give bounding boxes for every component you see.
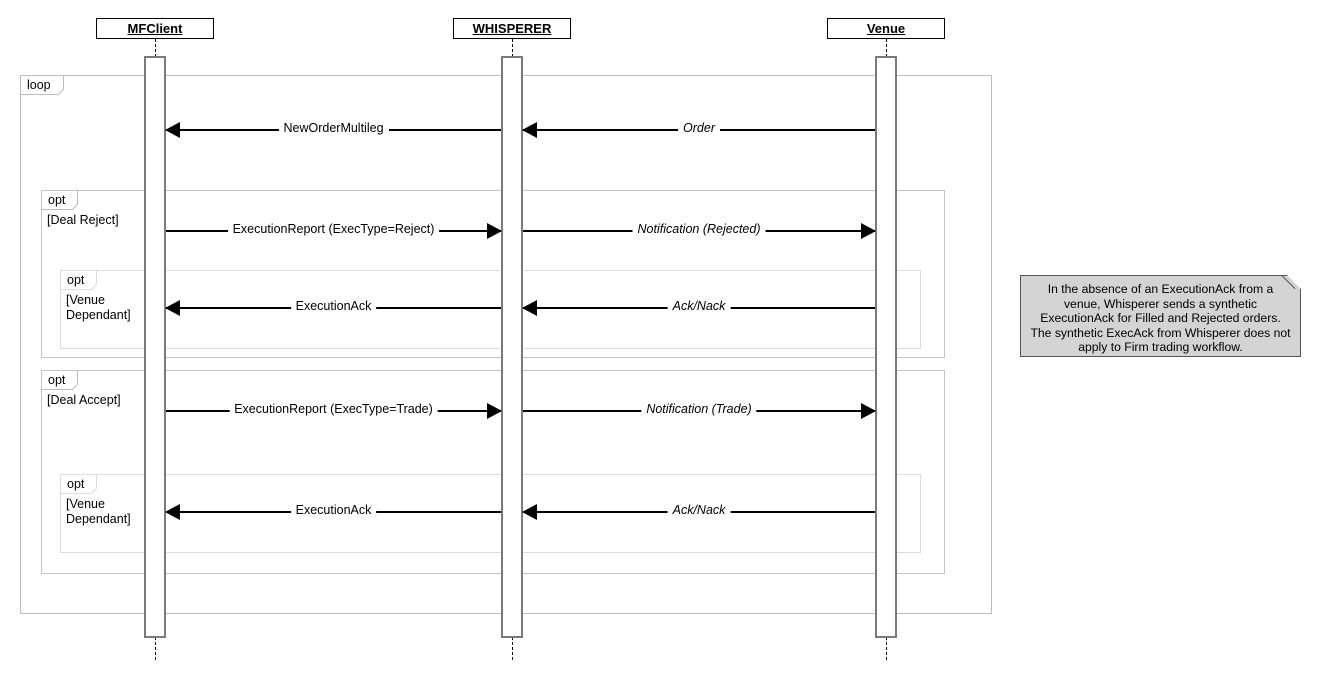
participant-whisperer: WHISPERER xyxy=(453,18,571,39)
message-label: ExecutionReport (ExecType=Trade) xyxy=(229,401,438,417)
message-label: Notification (Rejected) xyxy=(632,221,766,237)
participant-venue-label: Venue xyxy=(866,21,906,36)
activation-bar-whisperer xyxy=(501,56,523,638)
fragment-opt-venue-dependant-accept-operator-tab: opt xyxy=(61,475,98,494)
message-new-order-multileg: NewOrderMultileg xyxy=(165,120,501,138)
fragment-opt-venue-dependant-reject-guard: [Venue Dependant] xyxy=(66,293,131,322)
participant-mfclient-label: MFClient xyxy=(127,21,183,36)
arrowhead-right-icon xyxy=(487,223,502,239)
activation-bar-venue xyxy=(875,56,897,638)
fragment-loop-operator-tab: loop xyxy=(21,76,64,95)
participant-mfclient: MFClient xyxy=(96,18,214,39)
arrowhead-left-icon xyxy=(522,122,537,138)
message-label: ExecutionAck xyxy=(290,502,377,518)
fragment-opt-venue-dependant-reject: opt [Venue Dependant] xyxy=(60,270,921,349)
message-label: ExecutionAck xyxy=(290,298,377,314)
fragment-opt-venue-dependant-reject-operator-tab: opt xyxy=(61,271,98,290)
arrowhead-left-icon xyxy=(522,504,537,520)
message-notification-rejected: Notification (Rejected) xyxy=(523,221,876,239)
message-notification-trade: Notification (Trade) xyxy=(523,401,876,419)
message-execution-report-reject: ExecutionReport (ExecType=Reject) xyxy=(166,221,502,239)
fragment-opt-deal-accept: opt [Deal Accept] xyxy=(41,370,945,574)
fragment-opt-deal-reject-operator-tab: opt xyxy=(42,191,79,210)
participant-venue: Venue xyxy=(827,18,945,39)
message-label: Order xyxy=(678,120,720,136)
message-execution-report-trade: ExecutionReport (ExecType=Trade) xyxy=(166,401,502,419)
fragment-opt-deal-reject-guard: [Deal Reject] xyxy=(47,213,119,227)
arrowhead-right-icon xyxy=(861,223,876,239)
note-text: In the absence of an ExecutionAck from a… xyxy=(1030,282,1291,355)
arrowhead-left-icon xyxy=(522,300,537,316)
fragment-opt-venue-dependant-accept-guard: [Venue Dependant] xyxy=(66,497,131,526)
fragment-opt-deal-accept-operator-tab: opt xyxy=(42,371,79,390)
message-ack-nack-reject: Ack/Nack xyxy=(522,298,875,316)
fragment-opt-deal-reject: opt [Deal Reject] xyxy=(41,190,945,358)
arrowhead-left-icon xyxy=(165,504,180,520)
arrowhead-right-icon xyxy=(487,403,502,419)
message-order: Order xyxy=(522,120,875,138)
arrowhead-left-icon xyxy=(165,300,180,316)
note-synthetic-execack: In the absence of an ExecutionAck from a… xyxy=(1020,275,1301,357)
activation-bar-mfclient xyxy=(144,56,166,638)
arrowhead-left-icon xyxy=(165,122,180,138)
message-label: Ack/Nack xyxy=(667,298,731,314)
message-label: NewOrderMultileg xyxy=(278,120,389,136)
fragment-opt-venue-dependant-accept: opt [Venue Dependant] xyxy=(60,474,921,553)
message-label: Ack/Nack xyxy=(667,502,731,518)
message-execution-ack-reject: ExecutionAck xyxy=(165,298,501,316)
participant-whisperer-label: WHISPERER xyxy=(472,21,552,36)
message-execution-ack-trade: ExecutionAck xyxy=(165,502,501,520)
arrowhead-right-icon xyxy=(861,403,876,419)
message-label: Notification (Trade) xyxy=(641,401,757,417)
note-fold-corner-icon xyxy=(1287,275,1301,289)
message-label: ExecutionReport (ExecType=Reject) xyxy=(227,221,440,237)
fragment-opt-deal-accept-guard: [Deal Accept] xyxy=(47,393,121,407)
message-ack-nack-trade: Ack/Nack xyxy=(522,502,875,520)
